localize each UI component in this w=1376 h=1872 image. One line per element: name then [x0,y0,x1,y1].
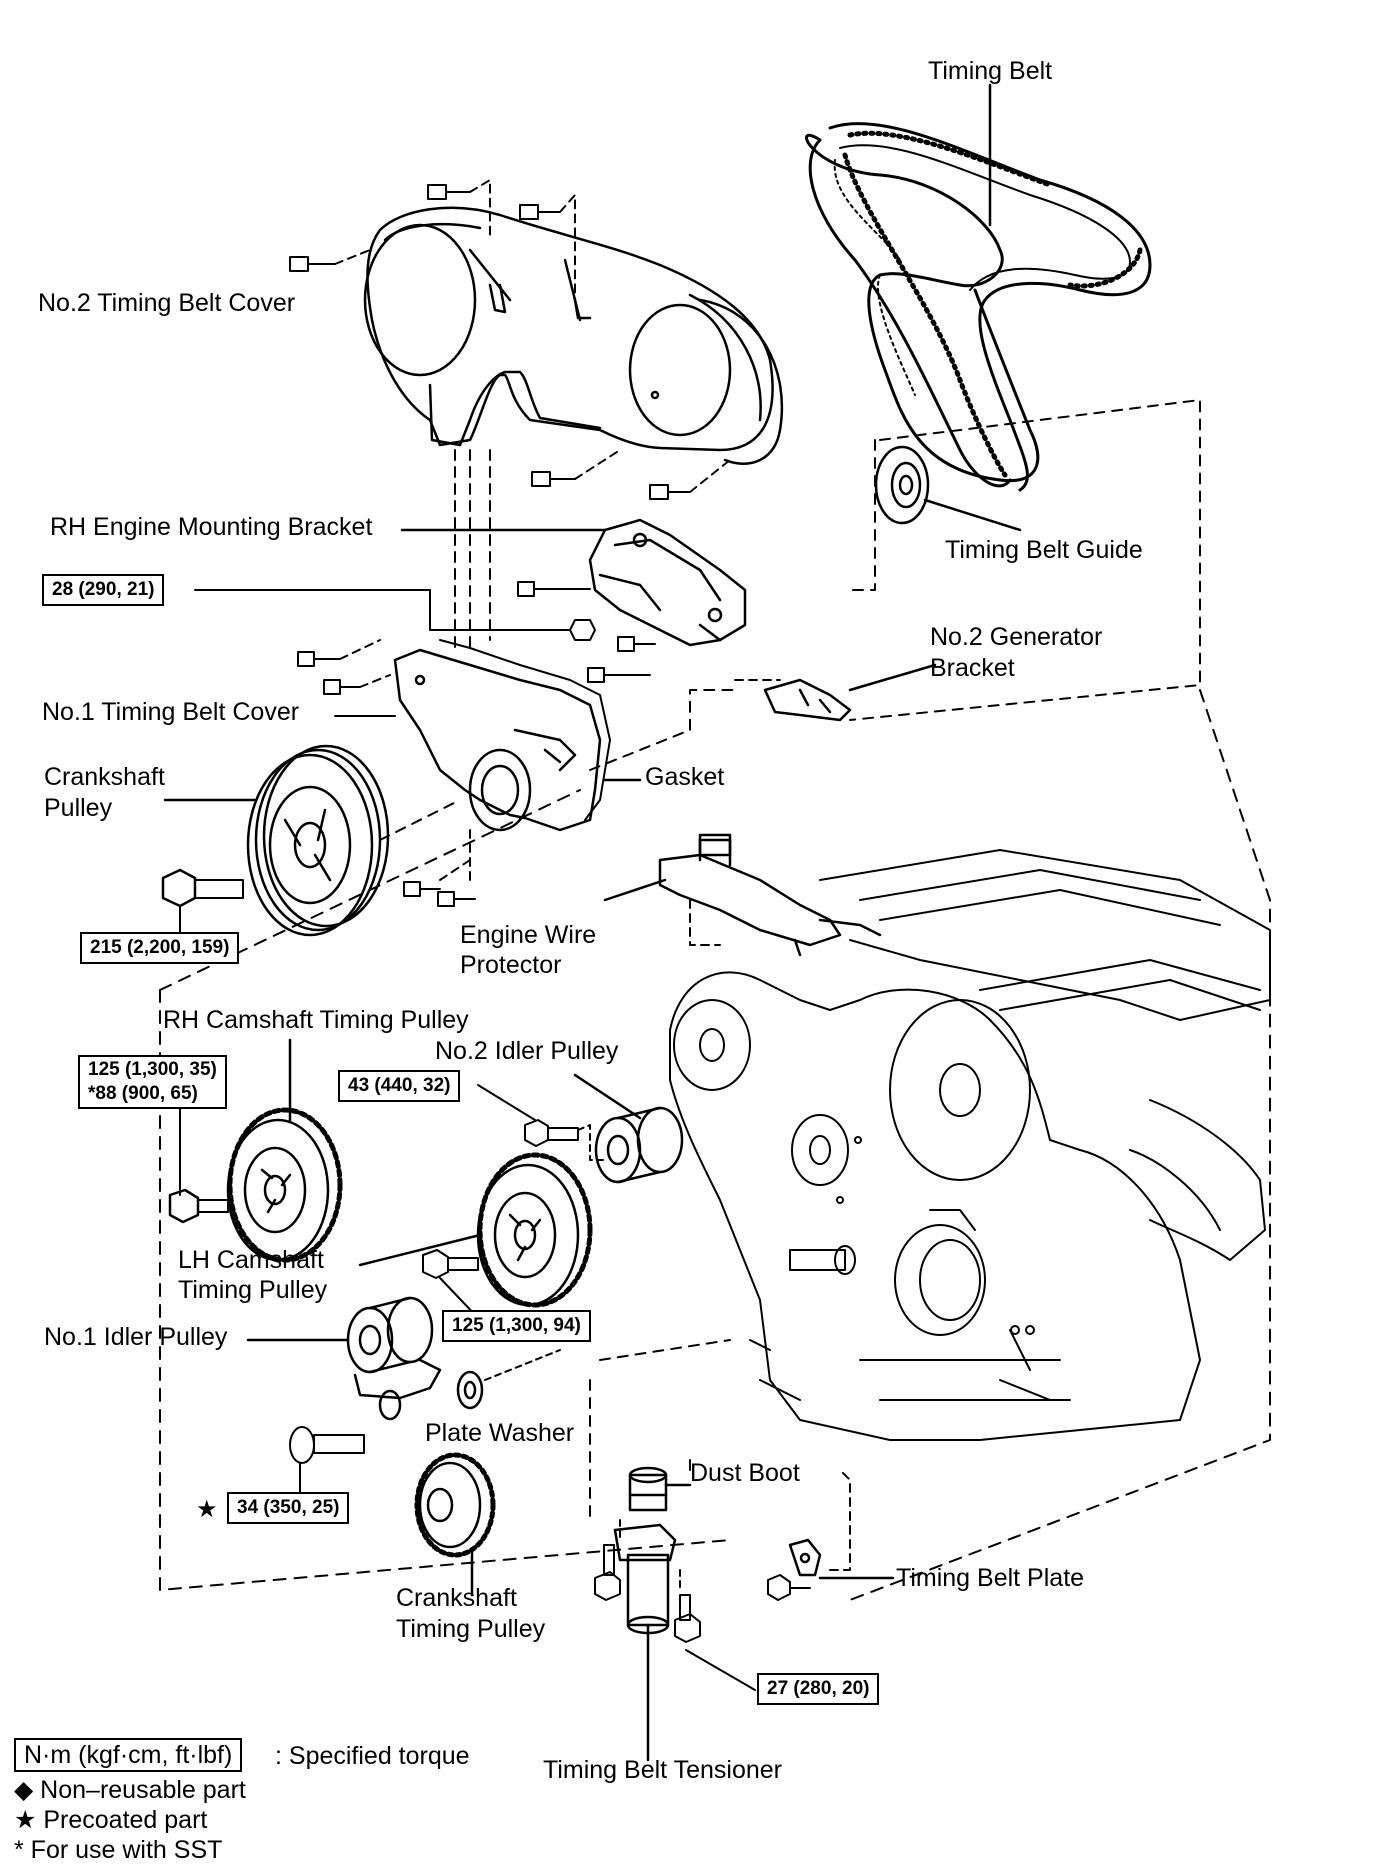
torque-spec-crankshaft-pulley-bolt: 215 (2,200, 159) [80,932,240,964]
label-rh-camshaft-timing-pulley: RH Camshaft Timing Pulley [163,1006,469,1034]
timing-belt-drawing [805,83,1152,492]
rh-camshaft-bolt [168,1099,229,1224]
label-no1-idler-pulley: No.1 Idler Pulley [44,1323,228,1351]
no2-cover-bolts [289,179,731,651]
bolt-icon [289,256,336,272]
torque-spec-rh-camshaft-bolt: 125 (1,300, 35) *88 (900, 65) [78,1055,227,1109]
bracket-bolts [194,581,596,641]
label-no2-generator-bracket-line1: No.2 Generator [930,623,1103,651]
no2-generator-bracket-drawing [734,663,937,722]
gasket-drawing [439,639,642,821]
label-crankshaft-timing-pulley-line1: Crankshaft [396,1584,517,1612]
no1-timing-belt-cover-drawing [393,648,602,832]
label-plate-washer: Plate Washer [425,1419,575,1447]
precoated-star-icon: ★ [196,1496,218,1523]
label-rh-engine-mounting-bracket: RH Engine Mounting Bracket [50,513,373,541]
label-crankshaft-timing-pulley-line2: Timing Pulley [396,1615,546,1643]
bolt-icon [531,471,576,487]
bolt-icon [437,891,476,907]
torque-spec-rh-camshaft-line1: 125 (1,300, 35) [88,1059,217,1080]
label-no2-idler-pulley: No.2 Idler Pulley [435,1037,619,1065]
label-timing-belt-plate: Timing Belt Plate [896,1564,1085,1592]
timing-guide-dashed-link [849,399,1201,721]
tensioner-bolts [594,1519,756,1691]
timing-belt-plate-drawing [767,1469,895,1601]
no2-idler-bolt [477,1084,606,1161]
no2-idler-pulley-drawing [573,1073,684,1184]
label-lh-camshaft-timing-pulley-line2: Timing Pulley [178,1276,328,1304]
label-timing-belt-guide: Timing Belt Guide [945,536,1143,564]
label-no2-generator-bracket-line2: Bracket [930,654,1015,682]
crankshaft-pulley-bolt [161,868,244,936]
assembly-boundary-dashed [159,689,1271,1601]
bolt-icon [649,484,691,500]
bolt-icon [403,881,441,897]
label-crankshaft-pulley-line2: Pulley [44,794,113,822]
torque-spec-no1-idler-bolt: 34 (350, 25) [227,1492,350,1524]
bolt-icon [323,679,361,695]
label-no2-timing-belt-cover: No.2 Timing Belt Cover [38,289,296,317]
no2-timing-belt-cover-drawing [363,206,784,465]
torque-spec-bracket-bolt: 28 (290, 21) [42,574,165,606]
label-gasket: Gasket [645,763,725,791]
legend-precoated: ★ Precoated part [14,1806,208,1834]
pulley-dashed-link [379,799,461,841]
crankshaft-timing-pulley-drawing [414,1452,496,1597]
rh-engine-mounting-bracket-drawing [400,518,747,647]
bolt-icon [427,184,471,200]
crankshaft-pulley-drawing [163,744,390,937]
bolt-icon [517,581,591,597]
label-timing-belt: Timing Belt [928,57,1053,85]
no1-idler-pulley-drawing [246,1296,442,1421]
timing-belt-guide-drawing [874,445,1022,532]
label-no1-timing-belt-cover: No.1 Timing Belt Cover [42,698,300,726]
no1-idler-bolt [289,1426,365,1496]
torque-spec-lh-camshaft-bolt: 125 (1,300, 94) [442,1310,591,1342]
bolt-icon [297,651,341,667]
bolt-icon [519,204,561,220]
guide-dashed-link [849,439,876,591]
legend-non-reusable: ◆ Non–reusable part [14,1776,246,1804]
nut-icon [569,619,596,641]
label-engine-wire-protector-line1: Engine Wire [460,921,597,949]
legend-sst: * For use with SST [14,1836,223,1864]
legend-torque-desc: : Specified torque [275,1742,470,1770]
engine-block-drawing [669,849,1271,1441]
label-engine-wire-protector-line2: Protector [460,951,562,979]
torque-spec-tensioner-bolt: 27 (280, 20) [757,1673,880,1705]
timing-belt-tensioner-drawing [613,1466,692,1762]
plate-washer-drawing [456,1349,561,1410]
label-dust-boot: Dust Boot [690,1459,800,1487]
label-crankshaft-pulley-line1: Crankshaft [44,763,165,791]
label-lh-camshaft-timing-pulley-line1: LH Camshaft [178,1246,324,1274]
no1-cover-bolts [297,636,741,907]
bolt-icon [587,667,651,683]
torque-spec-rh-camshaft-line2: *88 (900, 65) [88,1083,198,1104]
legend-torque-units: N·m (kgf·cm, ft·lbf) [14,1738,243,1772]
label-timing-belt-tensioner: Timing Belt Tensioner [543,1756,783,1784]
lower-dashed-links [589,1339,731,1521]
bolt-icon [617,636,656,652]
engine-wire-protector-drawing [603,833,882,957]
lh-camshaft-timing-pulley-drawing [358,1152,593,1308]
rh-camshaft-timing-pulley-drawing [226,1038,343,1263]
torque-spec-no2-idler-bolt: 43 (440, 32) [338,1070,461,1102]
